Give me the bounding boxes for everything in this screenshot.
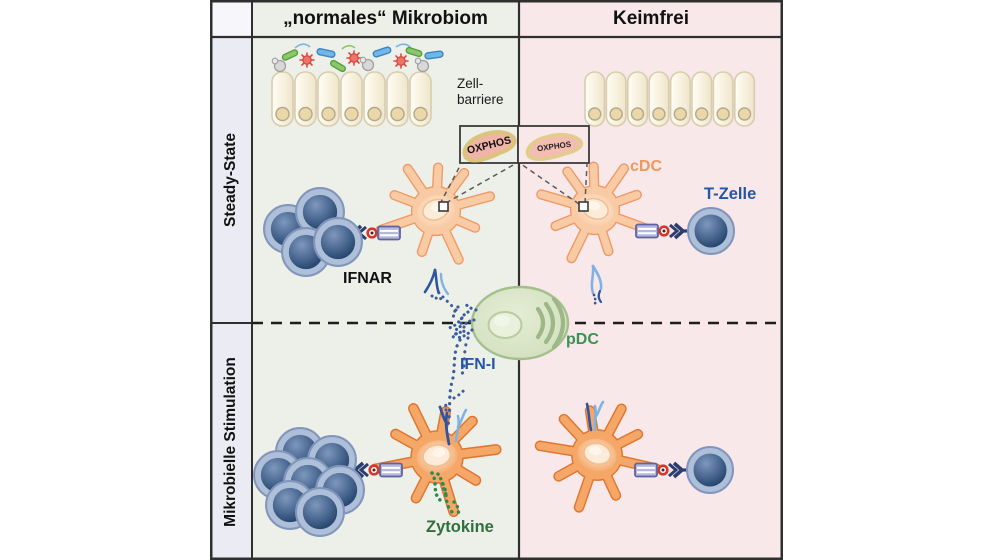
t-cell-stimulated-right bbox=[686, 446, 734, 494]
receptor-activated-right bbox=[585, 400, 605, 432]
t-cell-label: T-Zelle bbox=[704, 185, 757, 203]
epithelial-barrier-right bbox=[584, 71, 756, 127]
microbiome-bacteria bbox=[271, 43, 445, 74]
ifn-i-label: IFN-I bbox=[460, 356, 496, 373]
column-header-germfree: Keimfrei bbox=[612, 7, 690, 29]
row-label-microbial-stimulation: Mikrobielle Stimulation bbox=[222, 356, 240, 527]
receptor-steady-right bbox=[590, 264, 603, 306]
callout-square-left bbox=[438, 201, 449, 212]
pdc-er-arcs bbox=[535, 296, 566, 350]
ifn-dot-plume bbox=[435, 289, 478, 427]
column-header-normal-microbiome: „normales“ Mikrobiom bbox=[283, 7, 488, 29]
cytokines-label: Zytokine bbox=[426, 518, 494, 536]
magnification-callouts bbox=[438, 163, 589, 212]
pdc-cell bbox=[470, 285, 570, 361]
epithelial-barrier-left bbox=[271, 71, 432, 127]
callout-square-right bbox=[578, 201, 589, 212]
cdc-label: cDC bbox=[630, 158, 663, 175]
ifnar-receptor-activated-left bbox=[438, 399, 468, 446]
ifnar-label: IFNAR bbox=[343, 270, 392, 287]
pdc-label: pDC bbox=[566, 331, 599, 348]
row-label-steady-state: Steady-State bbox=[222, 133, 239, 227]
cytokine-dots bbox=[430, 471, 461, 517]
diagram-panel: OXPHOS OXPHOS bbox=[210, 0, 783, 560]
cell-barrier-label: Zell- barriere bbox=[457, 76, 504, 107]
grid-lines bbox=[210, 0, 783, 560]
t-cell-steady-right bbox=[687, 207, 735, 255]
oxphos-box-right: OXPHOS bbox=[517, 125, 590, 164]
oxphos-box-left: OXPHOS bbox=[459, 125, 518, 163]
diagram-frame bbox=[210, 0, 783, 560]
diagram-artwork: OXPHOS OXPHOS bbox=[210, 0, 783, 560]
